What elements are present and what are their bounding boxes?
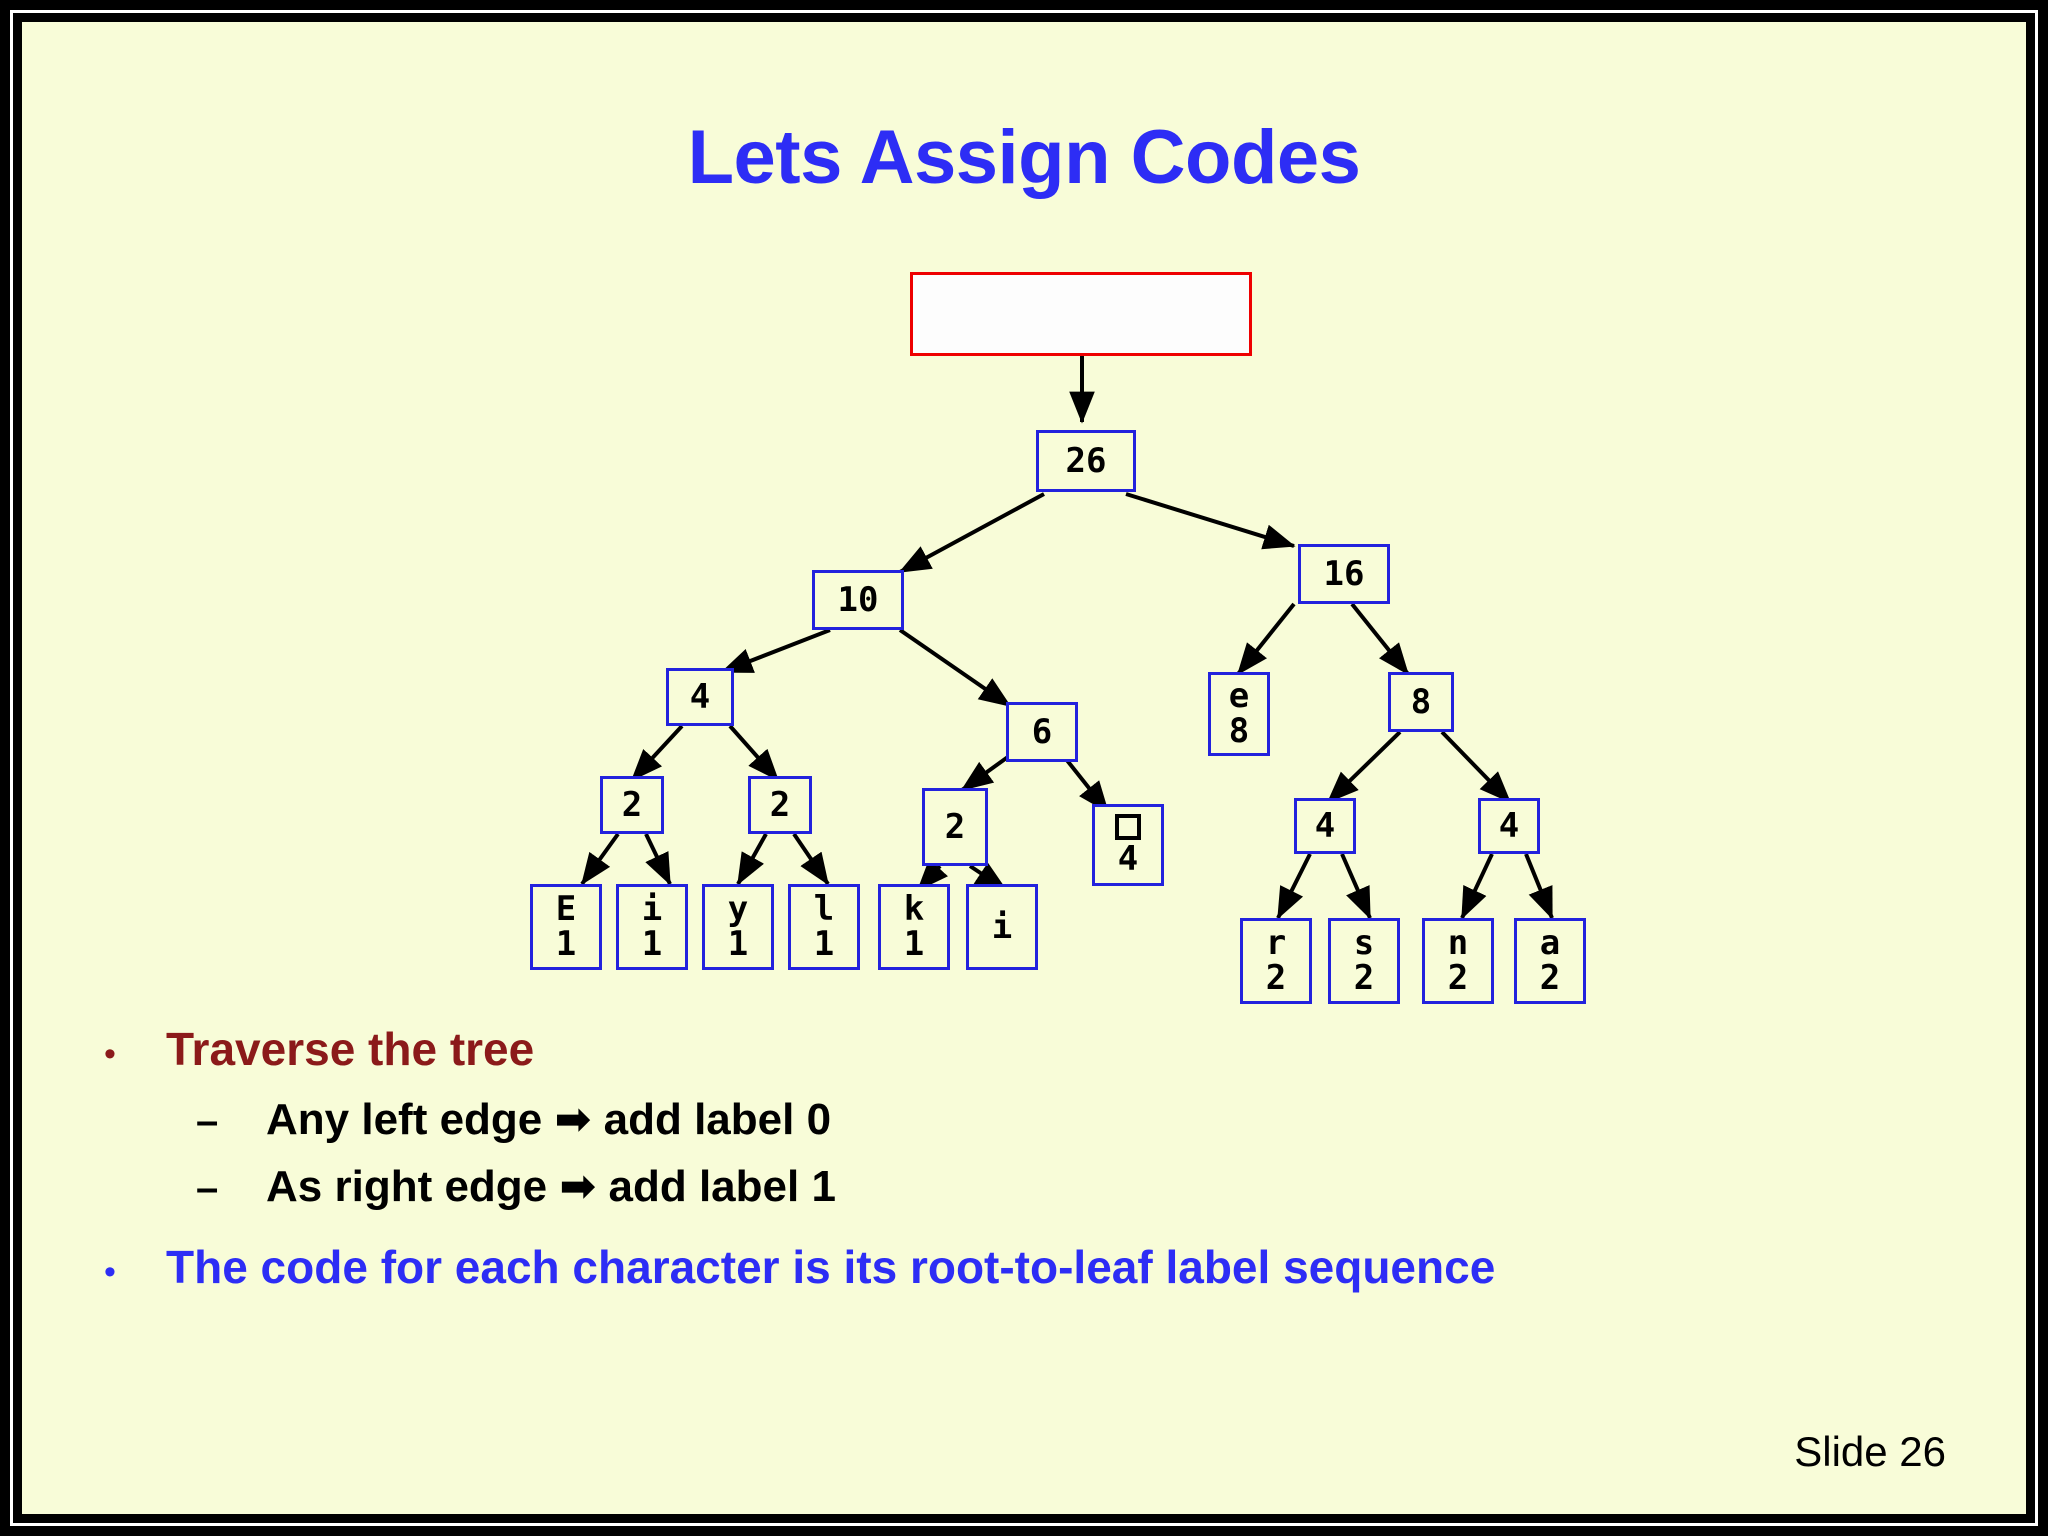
leaf-char: y (727, 889, 749, 930)
node-value: 10 (837, 579, 879, 620)
tree-leaf-k[interactable]: k 1 (878, 884, 950, 970)
tree-leaf-l[interactable]: l 1 (788, 884, 860, 970)
bullet-marker-icon: • (104, 1253, 116, 1291)
bullet-code-definition: • The code for each character is its roo… (92, 1240, 1952, 1294)
bullet-list: • Traverse the tree – Any left edge ➡ ad… (92, 1022, 1952, 1312)
node-value: 2 (769, 784, 791, 825)
node-value: 4 (1498, 805, 1520, 846)
tree-node-10[interactable]: 10 (812, 570, 904, 630)
leaf-freq: 8 (1228, 711, 1250, 751)
tree-node-8[interactable]: 8 (1388, 672, 1454, 732)
right-arrow-icon: ➡ (559, 1161, 597, 1212)
node-value: 6 (1031, 711, 1053, 752)
slide-number: Slide 26 (1794, 1428, 1946, 1475)
sub-bullet-text-post: add label 1 (608, 1162, 836, 1211)
leaf-freq: 1 (555, 924, 577, 964)
right-arrow-icon: ➡ (554, 1094, 592, 1145)
leaf-char: n (1447, 923, 1469, 964)
leaf-char: r (1265, 923, 1287, 964)
empty-red-callout-rectangle[interactable] (910, 272, 1252, 356)
leaf-freq: 2 (1353, 958, 1375, 998)
leaf-freq: 1 (727, 924, 749, 964)
page-title: Lets Assign Codes (687, 115, 1361, 200)
sub-bullet-left-edge: – Any left edge ➡ add label 0 (92, 1094, 1952, 1145)
tree-node-4-left[interactable]: 4 (666, 668, 734, 726)
sub-bullet-text: As right edge ➡ add label 1 (266, 1161, 836, 1212)
tree-node-6[interactable]: 6 (1006, 702, 1078, 762)
node-value: 2 (621, 784, 643, 825)
tree-node-16[interactable]: 16 (1298, 544, 1390, 604)
tree-leaf-y[interactable]: y 1 (702, 884, 774, 970)
leaf-char: a (1539, 923, 1561, 964)
tree-edges (580, 332, 1554, 920)
sub-bullet-text-pre: As right edge (266, 1162, 548, 1211)
leaf-char: i (991, 906, 1013, 947)
tree-node-root-26[interactable]: 26 (1036, 430, 1136, 492)
leaf-freq: 2 (1447, 958, 1469, 998)
tree-leaf-r[interactable]: r 2 (1240, 918, 1312, 1004)
tree-leaf-n[interactable]: n 2 (1422, 918, 1494, 1004)
huffman-tree-diagram: 26 10 16 4 6 e 8 8 (22, 22, 2026, 1032)
slide-inner-border (10, 10, 2038, 1526)
slide-canvas: Lets Assign Codes (22, 22, 2026, 1514)
leaf-freq: 1 (903, 924, 925, 964)
tree-node-4-c[interactable]: 4 (1478, 798, 1540, 854)
tree-leaf-a[interactable]: a 2 (1514, 918, 1586, 1004)
sub-bullet-right-edge: – As right edge ➡ add label 1 (92, 1161, 1952, 1212)
bullet-marker-icon: • (104, 1035, 116, 1073)
node-value: 26 (1065, 440, 1107, 481)
tree-leaf-i-1[interactable]: i 1 (616, 884, 688, 970)
leaf-char: l (813, 889, 835, 930)
bullet-traverse-the-tree: • Traverse the tree (92, 1022, 1952, 1076)
bullet-text: The code for each character is its root-… (166, 1241, 1496, 1293)
sub-bullet-dash-icon: – (196, 1166, 219, 1210)
leaf-freq: 4 (1117, 838, 1139, 879)
sub-bullet-text-pre: Any left edge (266, 1095, 543, 1144)
leaf-char: e (1228, 676, 1250, 717)
node-value: 8 (1410, 681, 1432, 722)
leaf-char: k (903, 889, 925, 930)
tree-leaf-space[interactable]: 4 (1092, 804, 1164, 886)
tree-leaf-i-2[interactable]: i (966, 884, 1038, 970)
node-value: 4 (1314, 805, 1336, 846)
leaf-freq: 2 (1265, 958, 1287, 998)
tree-leaf-e[interactable]: e 8 (1208, 672, 1270, 756)
leaf-char: i (641, 889, 663, 930)
node-value: 16 (1323, 553, 1365, 594)
sub-bullet-text-post: add label 0 (603, 1095, 832, 1144)
tree-leaf-s[interactable]: s 2 (1328, 918, 1400, 1004)
leaf-char: s (1353, 923, 1375, 964)
tree-node-2-a[interactable]: 2 (600, 776, 664, 834)
tree-node-2-c[interactable]: 2 (922, 788, 988, 866)
tree-node-2-b[interactable]: 2 (748, 776, 812, 834)
tree-node-4-b[interactable]: 4 (1294, 798, 1356, 854)
leaf-freq: 1 (641, 924, 663, 964)
leaf-char: E (555, 889, 577, 930)
node-value: 2 (944, 806, 966, 847)
sub-bullet-text: Any left edge ➡ add label 0 (266, 1094, 831, 1145)
leaf-freq: 1 (813, 924, 835, 964)
node-value: 4 (689, 676, 711, 717)
leaf-freq: 2 (1539, 958, 1561, 998)
sub-bullet-dash-icon: – (196, 1099, 219, 1143)
space-character-icon (1115, 813, 1141, 840)
bullet-text: Traverse the tree (166, 1023, 535, 1075)
tree-leaf-E[interactable]: E 1 (530, 884, 602, 970)
